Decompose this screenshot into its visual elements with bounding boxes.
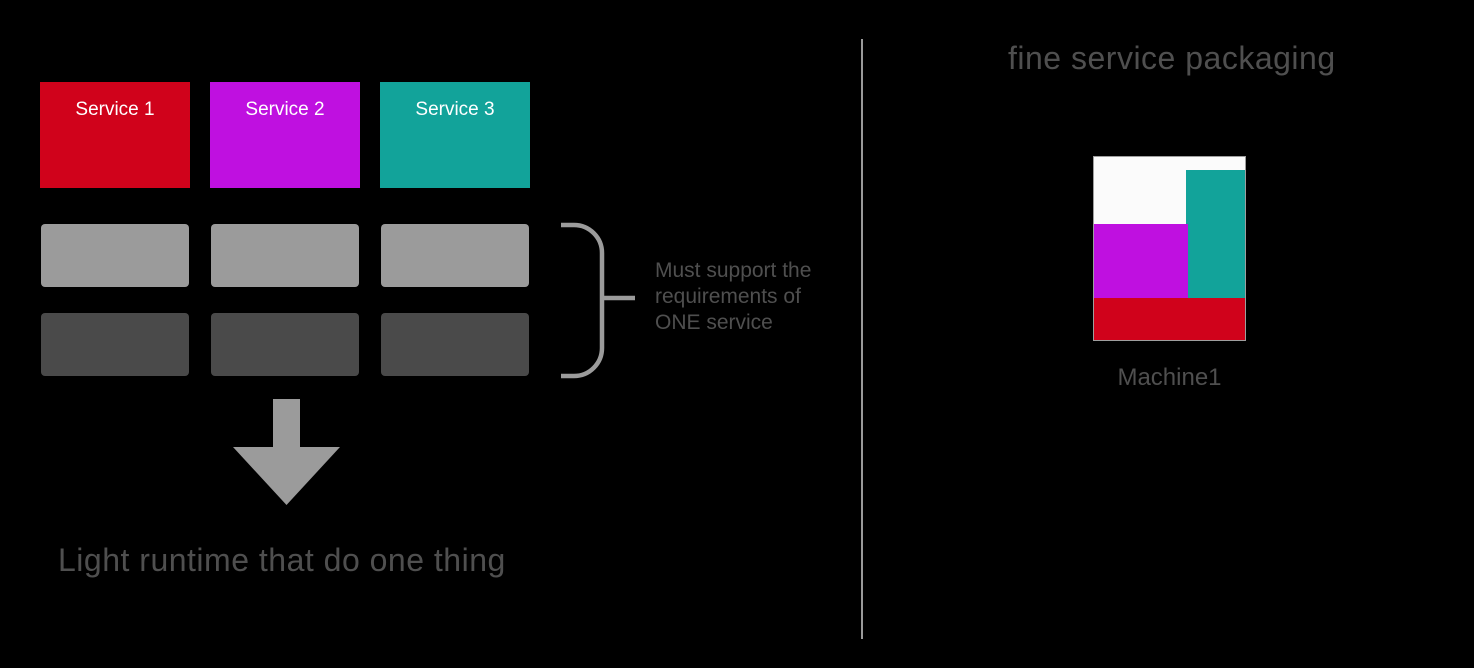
packed-service-3-block: [1186, 170, 1245, 300]
service-1-box: Service 1: [40, 82, 190, 188]
vertical-divider: [861, 39, 863, 639]
right-panel-title: fine service packaging: [1008, 40, 1336, 76]
runtime-box-light-3: [381, 224, 529, 287]
service-3-label: Service 3: [415, 99, 495, 120]
brace-icon: [561, 222, 635, 379]
service-2-box: Service 2: [210, 82, 360, 188]
machine-box: [1093, 156, 1246, 341]
machine-label: Machine1: [1117, 364, 1222, 391]
service-1-label: Service 1: [75, 99, 155, 120]
service-2-label: Service 2: [245, 99, 325, 120]
service-3-box: Service 3: [380, 82, 530, 188]
runtime-box-dark-2: [211, 313, 359, 376]
packed-service-1-block: [1094, 298, 1245, 340]
runtime-box-light-2: [211, 224, 359, 287]
runtime-box-dark-3: [381, 313, 529, 376]
runtime-box-dark-1: [41, 313, 189, 376]
packed-service-2-block: [1094, 224, 1188, 300]
left-caption: Light runtime that do one thing: [58, 542, 506, 578]
bracket-annotation: Must support the requirements of ONE ser…: [655, 259, 812, 334]
arrow-down-icon: [233, 399, 340, 505]
runtime-box-light-1: [41, 224, 189, 287]
